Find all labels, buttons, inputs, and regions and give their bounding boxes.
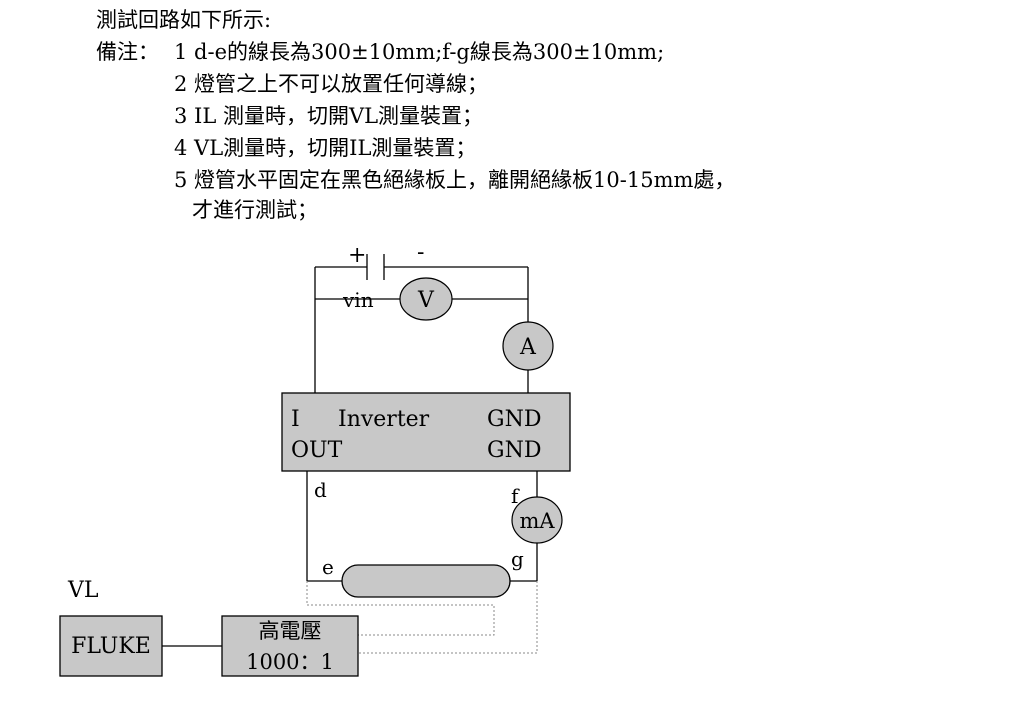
inverter-gnd-bottom-label: GND xyxy=(487,438,541,463)
vin-label: vin xyxy=(342,288,374,312)
voltmeter-circle xyxy=(399,277,453,321)
lamp-wires xyxy=(306,471,538,582)
inverter-i-label: I xyxy=(291,407,300,432)
note-item-4: 4 VL測量時，切開IL測量裝置； xyxy=(174,136,477,160)
node-e-label: e xyxy=(322,555,334,579)
top-wires xyxy=(314,266,529,393)
inverter-gnd-top-label: GND xyxy=(487,407,541,432)
ammeter-circle xyxy=(502,321,554,371)
notes-prefix: 備注： xyxy=(96,40,159,64)
note-item-5: 5 燈管水平固定在黑色絕緣板上，離開絕緣板10-15mm處， xyxy=(174,168,736,192)
note-item-5-cont: 才進行測試； xyxy=(192,198,318,222)
note-item-1: 1 d-e的線長為300±10mm;f-g線長為300±10mm; xyxy=(174,40,665,64)
hv-probe-box xyxy=(221,615,359,677)
hv-probe-title: 高電壓 xyxy=(259,619,322,643)
battery-symbol xyxy=(366,254,385,280)
ammeter-label: A xyxy=(519,335,537,360)
inverter-out-label: OUT xyxy=(291,438,343,463)
inverter-name-label: Inverter xyxy=(338,407,430,432)
note-item-3: 3 IL 測量時，切開VL測量裝置； xyxy=(174,104,484,128)
probe-leads xyxy=(306,581,538,654)
inverter-box xyxy=(281,392,571,472)
notes-block: 測試回路如下所示: 備注： 1 d-e的線長為300±10mm;f-g線長為30… xyxy=(0,0,1023,235)
hv-probe-ratio: 1000：1 xyxy=(246,650,334,674)
milliammeter-label: mA xyxy=(519,509,555,533)
battery-minus-label: - xyxy=(417,240,424,265)
voltmeter-label: V xyxy=(417,288,435,313)
lead-from-e xyxy=(306,581,495,636)
node-g-label: g xyxy=(511,547,524,571)
node-f-label: f xyxy=(511,484,520,508)
vl-label: VL xyxy=(67,578,99,603)
fluke-label: FLUKE xyxy=(71,634,151,659)
notes-heading: 測試回路如下所示: xyxy=(96,8,272,32)
battery-plus-label: + xyxy=(348,243,366,268)
node-d-label: d xyxy=(314,478,327,502)
lamp-tube xyxy=(341,564,511,598)
lead-from-g xyxy=(358,581,538,654)
note-item-2: 2 燈管之上不可以放置任何導線； xyxy=(174,72,489,96)
milliammeter-circle xyxy=(511,496,563,544)
